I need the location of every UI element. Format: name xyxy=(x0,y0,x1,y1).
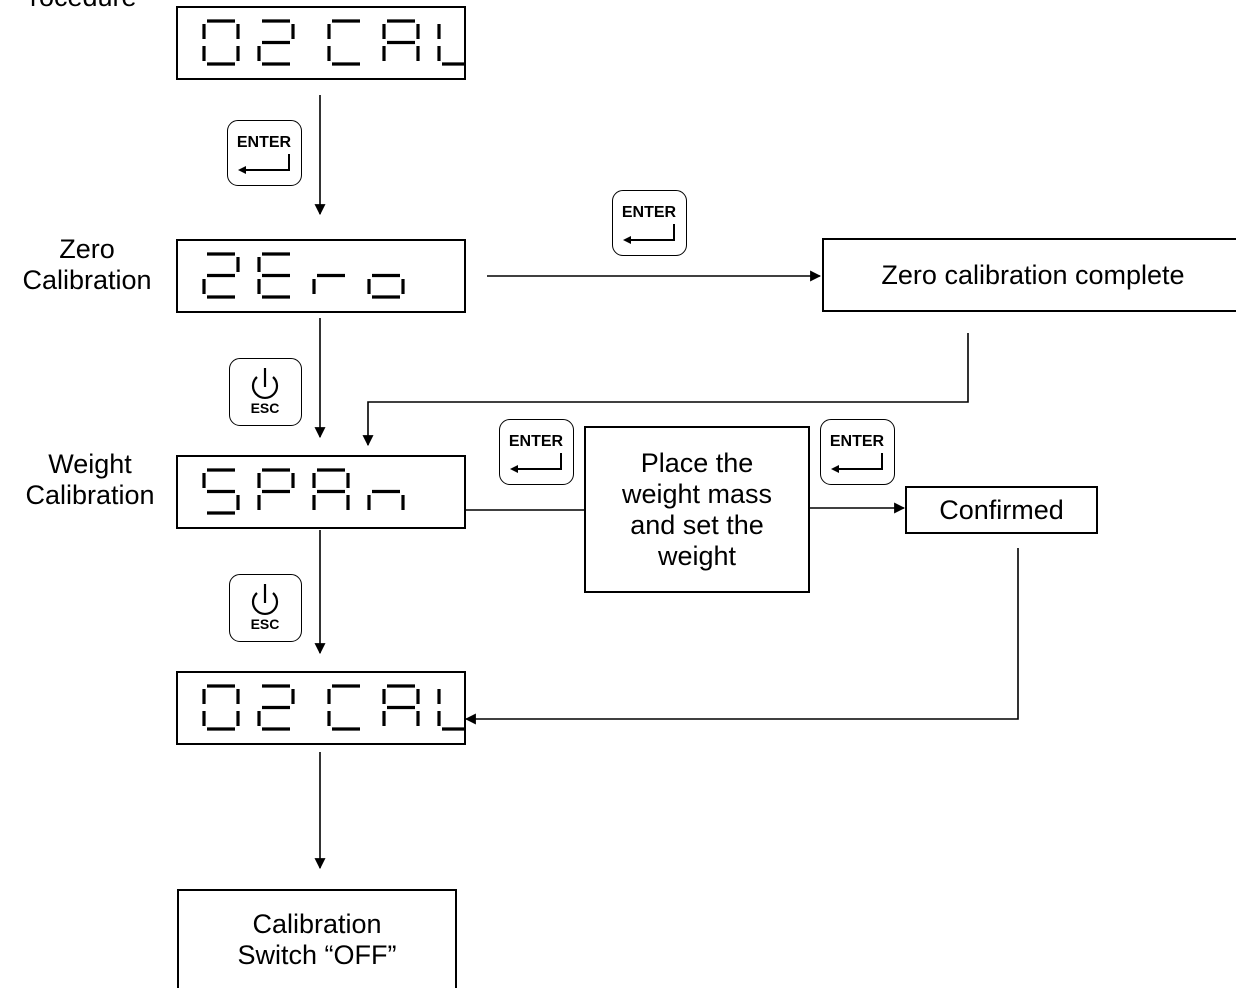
place-weight-box: Place the weight mass and set the weight xyxy=(584,426,810,593)
zero-calibration-label: Zero Calibration xyxy=(22,234,152,295)
calibration-switch-off-box: Calibration Switch “OFF” xyxy=(177,889,457,988)
enter-key-icon: ENTER xyxy=(227,120,302,186)
arrow-confirmed-to-last xyxy=(464,548,1019,725)
lcd-segments xyxy=(202,19,464,66)
confirmed-box: Confirmed xyxy=(905,486,1098,534)
lcd-segments xyxy=(202,252,405,299)
enter-key-icon: ENTER xyxy=(612,190,687,256)
procedure-heading: rocedure xyxy=(30,0,137,14)
enter-key-icon: ENTER xyxy=(499,419,574,485)
lcd-segments xyxy=(202,468,405,515)
lcd-display-span xyxy=(176,455,466,529)
esc-key-label: ESC xyxy=(251,616,280,632)
lcd-segments xyxy=(202,684,464,731)
lcd-display-zero xyxy=(176,239,466,313)
esc-key-label: ESC xyxy=(251,400,280,416)
power-esc-key-icon: ESC xyxy=(229,574,302,642)
enter-key-label: ENTER xyxy=(509,433,564,450)
lcd-display-o2-cal xyxy=(176,6,466,80)
weight-calibration-label: Weight Calibration xyxy=(25,449,155,510)
power-esc-key-icon: ESC xyxy=(229,358,302,426)
zero-calibration-complete-box: Zero calibration complete xyxy=(822,238,1236,312)
arrow-complete-to-span xyxy=(362,333,969,447)
lcd-display-o2-cal-return xyxy=(176,671,466,745)
enter-key-icon: ENTER xyxy=(820,419,895,485)
enter-key-label: ENTER xyxy=(830,433,885,450)
enter-key-label: ENTER xyxy=(622,204,677,221)
enter-key-label: ENTER xyxy=(237,134,292,151)
